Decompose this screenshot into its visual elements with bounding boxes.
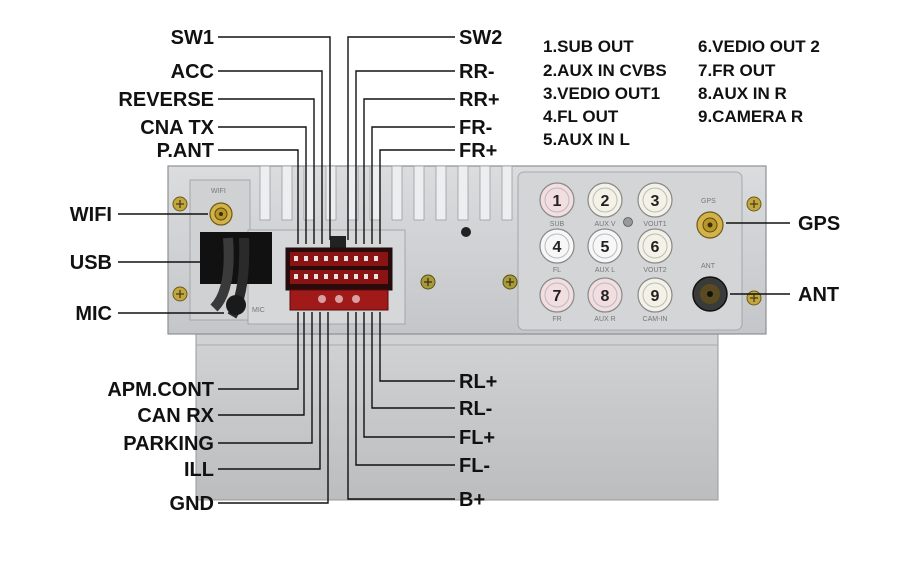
label-fl-plus: FL+ — [459, 427, 495, 449]
label-wifi: WIFI — [70, 204, 112, 226]
legend-item: 1.SUB OUT — [543, 37, 634, 56]
label-apm-cont: APM.CONT — [107, 379, 214, 401]
gps-panel-mark: GPS — [701, 198, 716, 205]
label-fr-minus: FR- — [459, 117, 492, 139]
rca-jack-number: 3 — [651, 193, 660, 210]
rca-jack-tag: FL — [553, 267, 561, 274]
rca-jack-number: 9 — [651, 288, 660, 305]
label-b-plus: B+ — [459, 489, 485, 511]
rca-jack-number: 8 — [601, 288, 610, 305]
rca-jack-4: 4FL — [539, 228, 575, 274]
label-reverse: REVERSE — [118, 89, 214, 111]
rca-jack-tag: AUX L — [595, 267, 615, 274]
legend-item: 3.VEDIO OUT1 — [543, 84, 660, 103]
label-sw1: SW1 — [171, 27, 214, 49]
rca-jack-number: 6 — [651, 239, 660, 256]
label-gnd: GND — [170, 493, 214, 515]
rca-legend: 1.SUB OUT 2.AUX IN CVBS 3.VEDIO OUT1 4.F… — [543, 37, 820, 149]
rca-jack-7: 7FR — [539, 277, 575, 323]
wifi-connector: WIFI — [209, 188, 233, 226]
legend-item: 8.AUX IN R — [698, 84, 787, 103]
label-rr-minus: RR- — [459, 61, 495, 83]
mic-jack: MIC — [226, 295, 265, 315]
rca-jack-number: 2 — [601, 193, 610, 210]
label-ant: ANT — [798, 284, 839, 306]
label-p-ant: P.ANT — [157, 140, 214, 162]
label-mic: MIC — [75, 303, 112, 325]
ant-panel-mark: ANT — [701, 263, 716, 270]
rca-jack-number: 5 — [601, 239, 610, 256]
heat-sink-fins — [259, 165, 513, 221]
label-parking: PARKING — [123, 433, 214, 455]
label-rr-plus: RR+ — [459, 89, 500, 111]
label-gps: GPS — [798, 213, 840, 235]
legend-item: 7.FR OUT — [698, 61, 776, 80]
label-ill: ILL — [184, 459, 214, 481]
label-fl-minus: FL- — [459, 455, 490, 477]
legend-item: 2.AUX IN CVBS — [543, 61, 667, 80]
rca-jack-number: 4 — [553, 239, 562, 256]
rca-jack-tag: SUB — [550, 221, 565, 228]
legend-item: 5.AUX IN L — [543, 130, 630, 149]
left-labels: SW1 ACC REVERSE CNA TX P.ANT WIFI USB MI… — [70, 27, 215, 515]
label-can-rx: CAN RX — [137, 405, 214, 427]
rca-jack-tag: VOUT2 — [643, 267, 666, 274]
right-labels: SW2 RR- RR+ FR- FR+ GPS ANT RL+ RL- FL+ … — [459, 27, 840, 511]
label-acc: ACC — [171, 61, 214, 83]
gps-connector: GPS — [696, 198, 724, 239]
rca-jack-number: 1 — [553, 193, 562, 210]
rca-jack-tag: FR — [552, 316, 561, 323]
label-fr-plus: FR+ — [459, 140, 497, 162]
label-usb: USB — [70, 252, 112, 274]
rca-jack-tag: AUX V — [594, 221, 615, 228]
rca-jack-number: 7 — [553, 288, 562, 305]
legend-item: 4.FL OUT — [543, 107, 619, 126]
wifi-panel-mark: WIFI — [211, 188, 226, 195]
ant-connector: ANT — [692, 263, 728, 312]
leader-lines — [118, 36, 790, 504]
mic-panel-mark: MIC — [252, 307, 265, 314]
mounting-screws — [172, 196, 762, 306]
label-sw2: SW2 — [459, 27, 502, 49]
rca-jack-tag: AUX R — [594, 316, 615, 323]
legend-item: 6.VEDIO OUT 2 — [698, 37, 820, 56]
harness-connector — [285, 236, 393, 311]
legend-item: 9.CAMERA R — [698, 107, 803, 126]
rca-jack-tag: CAM-IN — [643, 316, 668, 323]
rca-jack-tag: VOUT1 — [643, 221, 666, 228]
label-rl-minus: RL- — [459, 398, 492, 420]
label-rl-plus: RL+ — [459, 371, 497, 393]
label-cna-tx: CNA TX — [140, 117, 214, 139]
